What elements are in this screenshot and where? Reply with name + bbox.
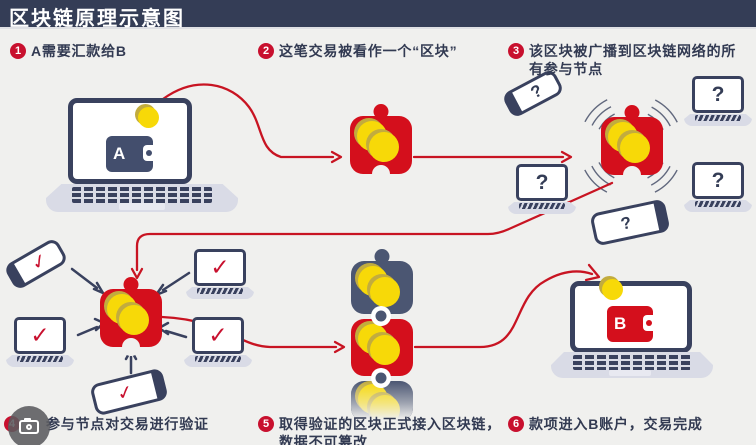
question-mark: ? — [711, 169, 725, 192]
chain-joint-icon — [371, 368, 391, 388]
camera-icon — [19, 418, 39, 434]
puzzle-knob-icon — [374, 249, 390, 264]
puzzle-notch-icon — [122, 338, 140, 356]
keyboard-icon — [197, 288, 243, 294]
question-mark: ? — [535, 171, 549, 194]
step-5-badge: 5 — [258, 416, 274, 432]
step-5-text: 取得验证的区块正式接入区块链，数据不可篡改 — [279, 416, 501, 445]
checkmark-icon: ✓ — [30, 322, 50, 348]
coin-icon — [369, 132, 399, 162]
wallet-b-letter: B — [614, 314, 627, 333]
laptop-a-base — [46, 184, 238, 212]
node-laptop-check: ✓ — [184, 317, 252, 367]
camera-overlay-button[interactable] — [8, 406, 50, 445]
node-laptop-check: ✓ — [186, 249, 254, 299]
chain-joint-icon — [371, 306, 391, 326]
keyboard-icon — [519, 203, 565, 209]
step-1-text: A需要汇款给B — [31, 43, 127, 59]
step-2-badge: 2 — [258, 43, 274, 59]
block-step2-icon — [350, 104, 412, 183]
question-mark: ? — [711, 83, 725, 106]
checkmark-icon: ✓ — [210, 254, 230, 280]
puzzle-knob-icon — [373, 104, 389, 119]
flow-arrow-1-2 — [161, 83, 343, 164]
step-6-text: 款项进入B账户，交易完成 — [529, 416, 703, 432]
node-laptop-question: ? — [684, 76, 752, 126]
coin-icon — [138, 107, 159, 128]
chain-block-middle-icon — [351, 319, 413, 376]
step-6-label: 6 款项进入B账户，交易完成 — [508, 415, 754, 433]
node-laptop-check: ✓ — [6, 317, 74, 367]
step-2-label: 2 这笔交易被看作一个“区块” — [258, 42, 504, 60]
step-2-text: 这笔交易被看作一个“区块” — [279, 43, 458, 59]
wallet-a-letter: A — [113, 144, 126, 163]
step-1-badge: 1 — [10, 43, 26, 59]
step-5-label: 5 取得验证的区块正式接入区块链，数据不可篡改 — [258, 415, 513, 445]
step-3-label: 3 该区块被广播到区块链网络的所有参与节点 — [508, 42, 743, 78]
node-laptop-question: ? — [508, 164, 576, 214]
puzzle-notch-icon — [372, 165, 390, 183]
wallet-clasp-icon — [143, 145, 157, 161]
wallet-a-icon: A — [106, 136, 157, 172]
keyboard-icon — [695, 115, 741, 121]
keyboard-icon — [72, 187, 212, 203]
flow-arrow-5-6 — [413, 263, 601, 349]
step-4-text: 参与节点对交易进行验证 — [46, 416, 209, 432]
touchpad-icon — [119, 203, 165, 210]
block-step3-icon — [601, 105, 663, 184]
block-step4-icon — [100, 277, 162, 356]
step-3-text: 该区块被广播到区块链网络的所有参与节点 — [529, 43, 737, 77]
title-bar: 区块链原理示意图 — [0, 0, 756, 30]
page-title: 区块链原理示意图 — [9, 8, 185, 30]
step-6-badge: 6 — [508, 416, 524, 432]
wallet-b-icon: B — [607, 306, 657, 342]
keyboard-icon — [695, 201, 741, 207]
wallet-clasp-icon — [643, 315, 657, 331]
checkmark-icon: ✓ — [27, 248, 52, 276]
flow-arrow-2-3 — [412, 150, 573, 164]
keyboard-icon — [17, 356, 63, 362]
coin-icon — [602, 279, 623, 300]
puzzle-knob-icon — [624, 105, 640, 120]
coin-icon — [119, 305, 149, 335]
coin-icon — [620, 133, 650, 163]
touchpad-icon — [609, 370, 651, 376]
node-laptop-question: ? — [684, 162, 752, 212]
step-1-label: 1 A需要汇款给B — [10, 42, 240, 60]
question-mark: ? — [619, 212, 634, 234]
checkmark-icon: ✓ — [208, 322, 228, 348]
coin-icon — [370, 277, 400, 307]
coin-icon — [370, 335, 400, 365]
step-3-badge: 3 — [508, 43, 524, 59]
question-mark: ? — [527, 80, 546, 103]
puzzle-notch-icon — [623, 166, 641, 184]
checkmark-icon: ✓ — [114, 380, 136, 406]
puzzle-knob-icon — [123, 277, 139, 292]
keyboard-icon — [195, 356, 241, 362]
laptop-b-base — [551, 352, 713, 378]
flow-arrow-3-4 — [130, 181, 614, 280]
chain-block-top-icon — [351, 249, 413, 314]
keyboard-icon — [573, 355, 691, 370]
